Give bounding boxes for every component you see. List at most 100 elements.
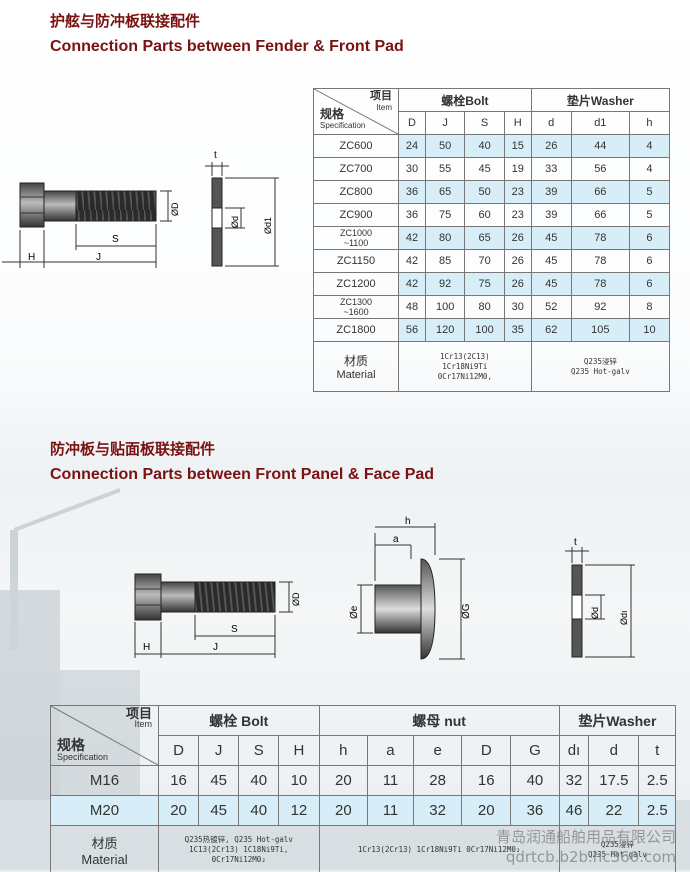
section2-title-cn: 防冲板与贴面板联接配件 [50, 440, 216, 458]
value-cell: 16 [157, 765, 200, 796]
label-j: J [96, 252, 101, 263]
label-od: ØD [170, 202, 180, 216]
spec-en: Specification [320, 121, 366, 130]
value-cell: 5 [628, 203, 671, 227]
value-cell: 55 [424, 157, 466, 181]
value-cell: 75 [424, 203, 466, 227]
nut-material-line: 1Cr13(2Cr13) 1Cr18Ni9Ti 0Cr17Ni12M0₂ [357, 844, 521, 854]
value-cell: 39 [530, 180, 572, 204]
value-cell: 10 [628, 318, 671, 342]
value-cell: 12 [278, 795, 320, 826]
value-cell: 19 [503, 157, 532, 181]
washer-diagram-1: t Ød Ød1 [205, 150, 279, 267]
material-label: 材质 Material [50, 825, 159, 872]
value-cell: 40 [510, 765, 560, 796]
nut-material-cell: 1Cr13(2Cr13) 1Cr18Ni9Ti 0Cr17Ni12M0₂ [318, 825, 560, 872]
section1-title-cn: 护舷与防冲板联接配件 [50, 12, 201, 30]
bolt-group-header: 螺栓Bolt [398, 88, 532, 112]
value-cell: 26 [530, 134, 572, 158]
value-cell: 45 [530, 249, 572, 273]
watermark-company: 青岛润通船舶用品有限公司 [495, 828, 676, 846]
washer-material-line: Q235 Hot-galv [571, 366, 630, 376]
column-header-h: h [628, 111, 671, 135]
column-header-g: G [510, 735, 560, 766]
label-d: Ød [590, 607, 600, 619]
material-en: Material [336, 369, 376, 381]
spec-cell: ZC800 [313, 180, 399, 204]
bolt-material-line: 1Cr18Ni9Ti [442, 361, 488, 371]
column-header-h: H [278, 735, 320, 766]
item-en: Item [134, 719, 152, 729]
column-header-d1: d1 [570, 111, 630, 135]
column-header-s: S [238, 735, 280, 766]
value-cell: 5 [628, 180, 671, 204]
value-cell: 33 [530, 157, 572, 181]
bolt-diagram-2: H S J ØD [134, 573, 301, 658]
value-cell: 32 [412, 795, 463, 826]
value-cell: 30 [398, 157, 426, 181]
value-cell: 78 [570, 249, 630, 273]
column-header-e: e [412, 735, 463, 766]
item-cn: 项目 [370, 90, 392, 102]
value-cell: 20 [318, 795, 369, 826]
value-cell: 42 [398, 226, 426, 250]
value-cell: 28 [412, 765, 463, 796]
value-cell: 20 [318, 765, 369, 796]
label-nut-h: h [405, 516, 411, 527]
value-cell: 80 [464, 295, 505, 319]
label-s: S [231, 624, 238, 635]
value-cell: 45 [464, 157, 505, 181]
value-cell: 11 [367, 765, 414, 796]
value-cell: 100 [464, 318, 505, 342]
value-cell: 35 [503, 318, 532, 342]
value-cell: 52 [530, 295, 572, 319]
value-cell: 40 [238, 795, 280, 826]
value-cell: 78 [570, 226, 630, 250]
value-cell: 80 [424, 226, 466, 250]
nut-diagram: h a Øe ØG [349, 516, 472, 660]
value-cell: 62 [530, 318, 572, 342]
bolt-material-line: 0Cr17Ni12M0, [437, 371, 492, 381]
spec-cell: ZC600 [313, 134, 399, 158]
value-cell: 15 [503, 134, 532, 158]
value-cell: 17.5 [588, 765, 640, 796]
value-cell: 105 [570, 318, 630, 342]
spec-cell: ZC900 [313, 203, 399, 227]
value-cell: 36 [510, 795, 560, 826]
spec-cell: M16 [50, 765, 159, 796]
washer-group-header: 垫片Washer [558, 705, 677, 736]
section1-title-en: Connection Parts between Fender & Front … [50, 38, 404, 55]
value-cell: 50 [424, 134, 466, 158]
value-cell: 32 [558, 765, 590, 796]
value-cell: 120 [424, 318, 466, 342]
column-header-d: d [530, 111, 572, 135]
spec-cell: ZC1200 [313, 272, 399, 296]
value-cell: 46 [558, 795, 590, 826]
value-cell: 40 [464, 134, 505, 158]
value-cell: 60 [464, 203, 505, 227]
label-h: H [28, 252, 35, 263]
spec-cell: M20 [50, 795, 159, 826]
spec-en: Specification [57, 752, 109, 762]
label-nut-e: Øe [349, 605, 360, 619]
value-cell: 65 [464, 226, 505, 250]
item-cn: 项目 [125, 706, 152, 721]
value-cell: 6 [628, 226, 671, 250]
value-cell: 40 [238, 765, 280, 796]
value-cell: 45 [198, 765, 240, 796]
label-t: t [214, 150, 217, 161]
column-header-d: d [588, 735, 640, 766]
bolt-diagram-1: H S J ØD [2, 182, 180, 268]
column-header-d: D [461, 735, 512, 766]
column-header-s: S [464, 111, 505, 135]
bolt-group-header: 螺栓 Bolt [158, 705, 320, 736]
material-cn: 材质 [343, 354, 368, 368]
value-cell: 48 [398, 295, 426, 319]
value-cell: 30 [503, 295, 532, 319]
value-cell: 6 [628, 249, 671, 273]
